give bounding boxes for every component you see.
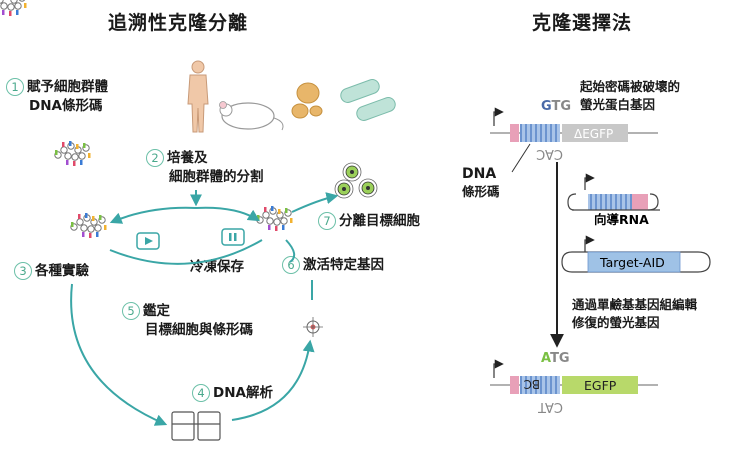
cell-cluster-3: [70, 212, 107, 239]
pause-icon: [221, 228, 245, 246]
top-note: 起始密碼被破壞的 螢光蛋白基因: [580, 78, 680, 114]
codon-bottom-text: ATG: [541, 351, 570, 366]
top-construct: [490, 107, 658, 142]
guide-rna-text: 向導RNA: [594, 212, 649, 227]
freeze-label: 冷凍保存: [190, 259, 244, 275]
promoter-guide-icon: [584, 173, 595, 190]
step-1-number: 1: [6, 78, 24, 96]
bacteria-icon: [340, 79, 396, 121]
dna-barcode-label: DNA 條形碼: [462, 165, 500, 200]
codon-top-g: G: [541, 99, 551, 114]
cell-cluster-top: [0, 0, 27, 16]
edit-note-line1: 通過單鹼基基因組編輯: [572, 297, 698, 312]
promoter-bottom-icon: [493, 359, 504, 378]
step-1-line2: DNA條形碼: [29, 98, 103, 114]
codon-bottom-a: A: [541, 351, 551, 366]
target-cells-icon: [334, 162, 378, 199]
step-7-number: 7: [318, 212, 336, 230]
target-aid-element: [561, 235, 711, 273]
codon-bottom-bottom-text: CAT: [538, 399, 563, 414]
dna-pointer-line: [511, 143, 531, 173]
right-title: 克隆選擇法: [532, 12, 633, 34]
step-7-line1: 分離目標細胞: [339, 213, 420, 229]
codon-top-bottom-text: CAC: [536, 146, 563, 161]
mouse-icon: [219, 101, 284, 131]
gene-top-text: ΔEGFP: [574, 127, 613, 141]
step-6-line1: 激活特定基因: [303, 257, 384, 273]
dna-label-line2: 條形碼: [462, 184, 500, 199]
top-note-line1: 起始密碼被破壞的: [580, 79, 681, 94]
step-2-line2: 細胞群體的分割: [169, 169, 264, 185]
play-icon: [136, 232, 160, 250]
top-note-line2: 螢光蛋白基因: [580, 97, 656, 112]
edit-note-line2: 修復的螢光基因: [572, 315, 660, 330]
bottom-construct: [490, 359, 658, 394]
step-3-number: 3: [14, 262, 32, 280]
dna-label-line1: DNA: [462, 166, 497, 182]
step-2-number: 2: [146, 149, 164, 167]
target-cell-icon: [303, 317, 323, 337]
target-aid-text: Target-AID: [599, 255, 665, 270]
promoter-top-icon: [493, 107, 504, 126]
cell-cluster-6: [256, 205, 293, 232]
step-2-line1: 培養及: [167, 150, 208, 166]
edit-note: 通過單鹼基基因組編輯 修復的螢光基因: [572, 296, 697, 332]
yeast-icon: [291, 82, 323, 119]
flow-arrows: [70, 190, 339, 426]
bc-text: BC: [524, 377, 540, 391]
step-4-line1: DNA解析: [213, 385, 273, 401]
sequencer-icon: [171, 411, 221, 441]
step-3-line1: 各種實驗: [35, 263, 89, 279]
promoter-aid-icon: [584, 235, 595, 252]
guide-rna-element: [567, 173, 660, 211]
human-icon: [187, 60, 209, 133]
step-5-number: 5: [122, 302, 140, 320]
gene-bottom-text: EGFP: [584, 378, 617, 393]
cell-cluster-1: [54, 140, 91, 167]
step-1-line1: 賦予細胞群體: [27, 79, 108, 95]
step-6-number: 6: [282, 256, 300, 274]
codon-top-text: GTG: [541, 99, 571, 114]
left-title: 追溯性克隆分離: [108, 12, 249, 34]
step-4-number: 4: [192, 384, 210, 402]
step-5-line1: 鑑定: [143, 303, 170, 319]
step-5-line2: 目標細胞與條形碼: [145, 322, 253, 338]
